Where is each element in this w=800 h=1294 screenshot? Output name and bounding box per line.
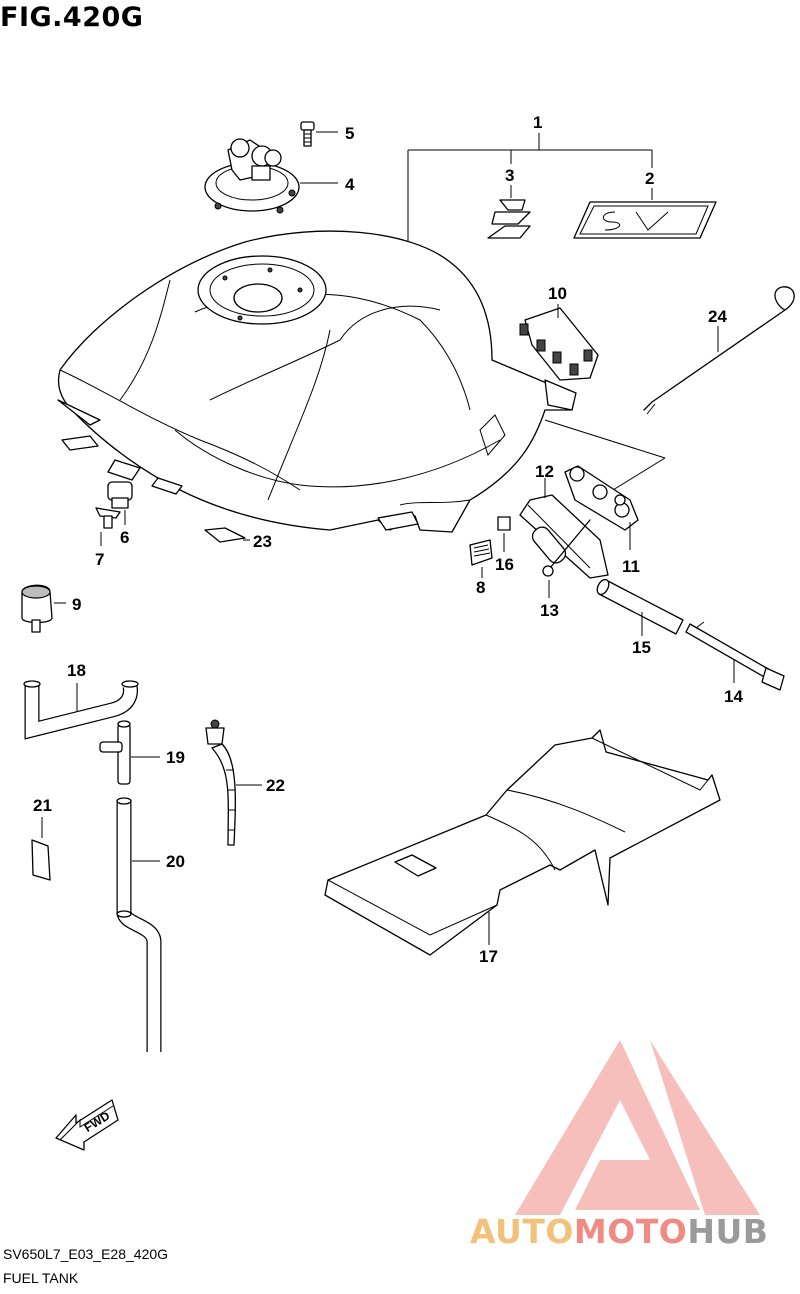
callout-8: 8 — [476, 578, 485, 597]
callout-18: 18 — [67, 661, 86, 680]
figure-code: SV650L7_E03_E28_420G — [3, 1246, 169, 1262]
callout-1: 1 — [533, 113, 542, 132]
callout-1-bracket — [407, 133, 653, 246]
watermark-hub: HUB — [687, 1212, 769, 1251]
sv-decal-part-2 — [573, 201, 717, 239]
hose-part-18 — [23, 680, 139, 740]
screw-part-5 — [300, 121, 338, 147]
hinge-part-11-12 — [519, 465, 639, 598]
callout-15: 15 — [632, 638, 651, 657]
watermark-moto: MOTO — [573, 1212, 688, 1251]
fuel-cap-part-4 — [204, 138, 338, 214]
watermark-triangle-icon — [515, 1040, 760, 1215]
pin-part-7 — [95, 507, 121, 546]
spacer-part-15 — [596, 578, 684, 636]
callout-11: 11 — [622, 557, 640, 576]
callout-12: 12 — [535, 462, 554, 481]
callout-16: 16 — [495, 555, 514, 574]
watermark-auto: AUTO — [470, 1212, 574, 1251]
figure-title: FIG.420G — [0, 2, 144, 33]
callout-7: 7 — [95, 550, 104, 569]
watermark-brand: AUTOMOTOHUB — [470, 1212, 768, 1251]
rear-bracket-part-10 — [519, 304, 599, 381]
callout-14: 14 — [724, 687, 743, 706]
figure-name: FUEL TANK — [3, 1270, 79, 1286]
hose-part-20 — [116, 797, 162, 1052]
tray-part-17 — [324, 729, 721, 956]
callout-6: 6 — [120, 528, 129, 547]
callout-13: 13 — [540, 601, 559, 620]
callout-22: 22 — [266, 776, 285, 795]
callout-5: 5 — [345, 124, 354, 143]
damper-part-8 — [469, 539, 493, 578]
fwd-arrow-icon: FWD — [55, 1099, 119, 1151]
callout-17: 17 — [479, 947, 498, 966]
callout-4: 4 — [345, 175, 355, 194]
clip-part-16 — [497, 516, 511, 552]
callout-19: 19 — [166, 748, 185, 767]
grommet-part-6 — [107, 481, 133, 525]
callout-24: 24 — [708, 307, 727, 326]
callout-9: 9 — [72, 595, 81, 614]
callout-21: 21 — [33, 796, 52, 815]
cap-part-9 — [21, 584, 66, 633]
callout-20: 20 — [166, 852, 185, 871]
callout-23: 23 — [253, 532, 272, 551]
s-emblem-part-3 — [487, 199, 531, 239]
callout-2: 2 — [645, 169, 654, 188]
callout-10: 10 — [548, 284, 567, 303]
prop-rod-part-24 — [643, 286, 795, 415]
fuel-tank-body — [57, 230, 577, 533]
callout-3: 3 — [505, 166, 514, 185]
label-part-21 — [31, 817, 51, 881]
cable-tie-part-22 — [205, 719, 262, 846]
tee-fitting-part-19 — [99, 720, 160, 785]
bolt-part-14 — [685, 621, 785, 691]
pad-part-23 — [204, 527, 250, 543]
